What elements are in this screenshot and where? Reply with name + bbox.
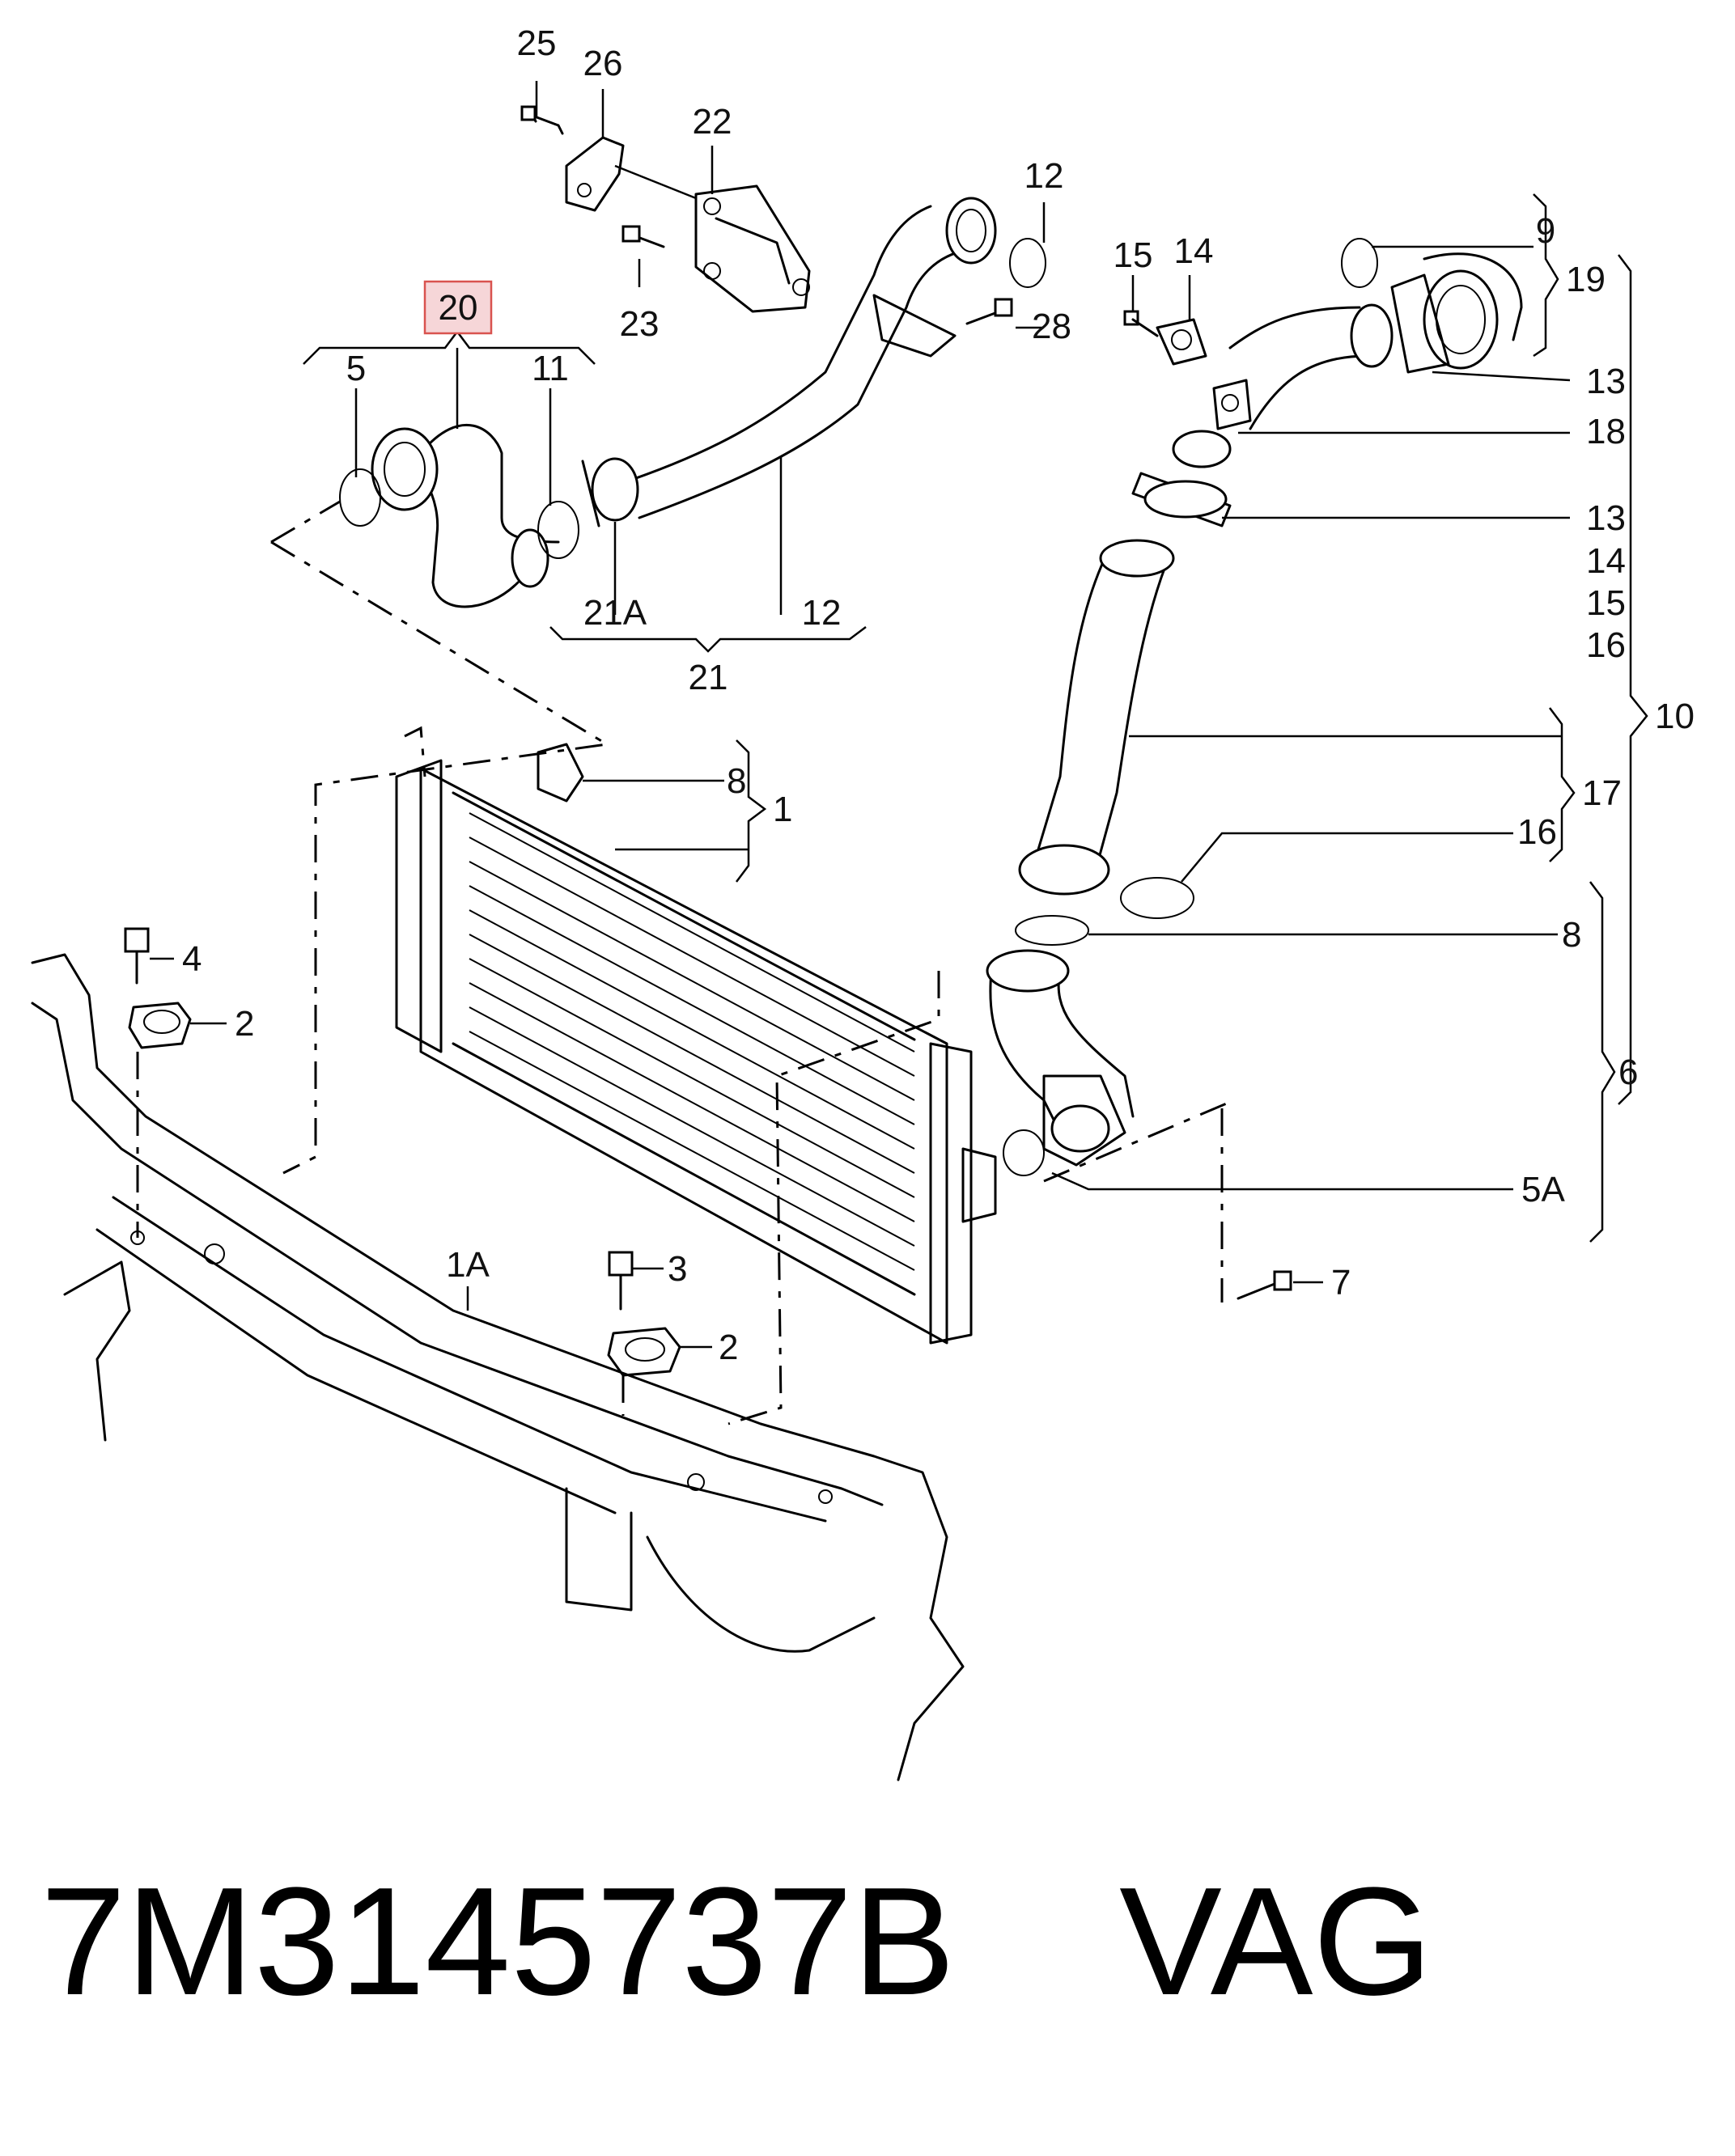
group-bracket-10 [1618, 254, 1648, 1105]
callout-18: 18 [1586, 412, 1626, 451]
group-bracket-17 [1549, 707, 1576, 862]
bracket-22 [694, 184, 811, 313]
callout-9: 9 [1536, 211, 1555, 251]
callout-2-left: 2 [235, 1004, 254, 1044]
mount-2-right [607, 1327, 681, 1377]
hose-6 [986, 949, 1135, 1167]
callout-23: 23 [620, 304, 660, 344]
leader-line [1051, 1171, 1513, 1191]
o-ring-5a [1003, 1129, 1045, 1176]
hose-20 [371, 424, 560, 608]
leader-line [1432, 371, 1571, 382]
o-ring-8-right [1015, 915, 1089, 946]
grommet-8-left [537, 743, 584, 803]
callout-16: 16 [1517, 812, 1557, 852]
intercooler-1 [395, 759, 997, 1345]
o-ring-5 [339, 468, 381, 527]
callout-7: 7 [1331, 1263, 1351, 1302]
group-bracket-21 [549, 626, 867, 653]
o-ring-12-upper [1009, 238, 1046, 288]
callout-19: 19 [1566, 260, 1606, 299]
callout-14-list: 14 [1586, 541, 1626, 581]
callout-5: 5 [346, 349, 366, 388]
o-ring-9 [1341, 238, 1378, 288]
o-ring-16 [1120, 877, 1194, 919]
alignment-line [404, 726, 426, 777]
part-number: 7M3145737B [40, 1856, 956, 2027]
callout-10: 10 [1655, 697, 1695, 736]
callout-26: 26 [583, 44, 623, 83]
callout-12-upper: 12 [1024, 156, 1064, 196]
brand-name: VAG [1119, 1856, 1433, 2027]
callout-12-lower: 12 [802, 593, 842, 633]
callout-2-right: 2 [719, 1328, 738, 1367]
callout-15: 15 [1114, 235, 1153, 275]
callout-8-left: 8 [727, 761, 746, 801]
group-bracket-1 [736, 739, 767, 883]
mount-2-left [128, 1002, 192, 1049]
bolt-7 [1237, 1270, 1292, 1300]
bolt-23 [621, 225, 665, 248]
callout-25: 25 [517, 23, 557, 63]
callout-4: 4 [182, 939, 201, 979]
callout-28: 28 [1032, 307, 1071, 346]
callout-16-list: 16 [1586, 625, 1626, 665]
leader-line [1181, 832, 1513, 883]
alignment-line [270, 540, 611, 1175]
callout-13-lower: 13 [1586, 498, 1626, 538]
footer-caption: 7M3145737B VAG [40, 1861, 1707, 2023]
callout-20: 20 [439, 288, 478, 328]
bracket-26 [565, 136, 697, 212]
bolt-3 [608, 1251, 634, 1311]
connector-21a [581, 457, 639, 527]
bolt-28 [965, 298, 1013, 325]
bolt-15 [1123, 310, 1159, 337]
callout-17: 17 [1582, 773, 1622, 813]
lock-carrier-1a [31, 953, 965, 1781]
callout-22: 22 [693, 102, 732, 142]
callout-13-upper: 13 [1586, 362, 1626, 401]
sensor-14 [1156, 318, 1207, 366]
callout-5a: 5A [1521, 1170, 1565, 1209]
hose-17 [1018, 539, 1175, 896]
bolt-25 [520, 105, 564, 135]
hose-12-upper [613, 197, 997, 519]
elbow-19 [1390, 252, 1523, 374]
alignment-line [728, 971, 940, 1425]
group-bracket-6 [1589, 881, 1616, 1243]
alignment-line [270, 500, 341, 544]
bolt-4 [124, 927, 150, 985]
callout-1a: 1A [446, 1245, 490, 1285]
highlight-box-20 [423, 280, 493, 335]
callout-8-right: 8 [1562, 915, 1581, 955]
callout-1: 1 [773, 790, 792, 829]
clamp-13 [1131, 472, 1232, 527]
callout-11: 11 [532, 349, 569, 388]
callout-21a: 21A [583, 593, 647, 633]
callout-21: 21 [689, 658, 728, 697]
callout-14: 14 [1174, 231, 1214, 271]
callout-6: 6 [1618, 1053, 1638, 1092]
o-ring-11 [537, 501, 579, 559]
alignment-line [1043, 1099, 1235, 1183]
hose-18 [1172, 303, 1394, 468]
callout-3: 3 [668, 1249, 687, 1289]
group-bracket-19 [1533, 193, 1559, 358]
callout-15-list: 15 [1586, 583, 1626, 623]
